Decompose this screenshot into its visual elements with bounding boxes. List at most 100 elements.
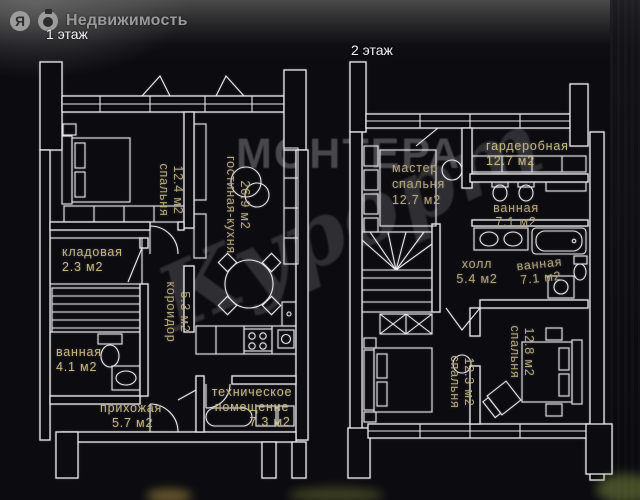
label-living-f1: гостиная-кухня 26.9 м2 [224,156,252,254]
closet-cells-icon [363,145,379,233]
svg-text:7.1 м2: 7.1 м2 [520,269,562,287]
coffee-table-icon [230,166,262,198]
coffee-table-icon [244,182,270,208]
label-bedroom-f1: спальня 12.4 м2 [157,163,185,216]
label-hallway-f1: прихожая 5.7 м2 [100,401,162,430]
brand-logos: Я [10,9,58,31]
window-casement-icon [215,75,245,97]
svg-text:4.1 м2: 4.1 м2 [56,360,97,374]
label-tech-f1: техническое помещение 7.3 м2 [212,385,292,429]
bed-icon [363,337,433,423]
realty-logo-icon [38,9,58,31]
label-bath-f1: ванная 4.1 м2 [56,345,102,374]
vanity-double-sink-icon [473,227,529,251]
floor1-title: 1 этаж [46,26,88,42]
light-icon [452,354,472,374]
toilet-icon [573,255,588,281]
kitchen-sink-icon [277,301,297,349]
label-master-f2: мастер спальня 12.7 м2 [392,161,445,207]
shaft-icon [379,313,433,335]
label-bath2-f2: ванная 7.1 м2 [516,255,563,287]
floor2-plan: мастер спальня 12.7 м2 гардеробная 12.7 … [347,61,613,481]
svg-text:12.7 м2: 12.7 м2 [392,193,441,207]
svg-text:спальня: спальня [392,177,445,191]
wardrobe-band-icon [471,155,587,173]
svg-text:гардеробная: гардеробная [486,139,569,153]
tech-door-arc [205,383,231,409]
yandex-logo-icon [10,11,30,31]
svg-text:прихожая: прихожая [100,401,162,415]
door-leaf [127,247,143,283]
svg-text:ванная: ванная [516,255,563,274]
brand-header: Я Недвижимость [8,8,188,34]
floor2-title: 2 этаж [351,42,393,58]
label-storage-f1: кладовая 2.3 м2 [62,245,123,274]
svg-text:холл: холл [462,257,493,271]
svg-text:мастер: мастер [392,161,438,175]
svg-text:12.7 м2: 12.7 м2 [486,154,535,168]
master-bed-icon [379,149,437,227]
svg-text:12.3 м2: 12.3 м2 [462,358,476,407]
svg-text:26.9 м2: 26.9 м2 [238,181,252,230]
svg-text:5.4 м2: 5.4 м2 [456,272,497,286]
armchair-icon [482,380,522,419]
door-arc [149,225,179,255]
label-wardrobe-f2: гардеробная 12.7 м2 [486,139,569,168]
svg-text:7.3 м2: 7.3 м2 [249,415,290,429]
stairs-icon [51,287,141,333]
svg-text:спальня: спальня [508,325,522,378]
door-leaf [415,127,439,147]
stove-icon [243,328,273,352]
bathroom-outline [49,331,141,397]
floor1-labels: спальня 12.4 м2 гостиная-кухня 26.9 м2 к… [56,156,292,430]
angled-wall [445,307,481,331]
svg-text:5.3 м2: 5.3 м2 [178,291,192,332]
label-hall-f2: холл 5.4 м2 [456,257,497,286]
brand-name: Недвижимость [66,12,188,29]
floor1-rooms [49,237,143,397]
bathtub-icon [531,227,587,255]
shower-icon [547,275,575,299]
svg-text:2.3 м2: 2.3 м2 [62,260,103,274]
dining-table-icon [217,252,282,316]
floor2-stairs-icon [361,231,433,313]
label-bedroom2-f2: спальня 12.8 м2 [508,325,536,378]
floor2-walls [347,61,613,481]
svg-text:12.4 м2: 12.4 м2 [171,166,185,215]
boiler-icon [205,405,295,427]
label-bedroom1-f2: спальня 12.3 м2 [448,355,476,408]
wardrobe-icon [63,205,185,223]
label-bath1-f2: ванная 7.1 м2 [493,201,539,229]
floor1-walls [39,61,309,479]
svg-text:спальня: спальня [448,355,462,408]
tv-unit-icon [193,123,207,259]
sofa-icon [283,147,299,265]
entry-door-arc [149,403,179,433]
bed-icon [61,123,131,205]
svg-text:5.7 м2: 5.7 м2 [112,416,153,430]
svg-text:ванная: ванная [56,345,102,359]
label-corridor-f1: короидор 5.3 м2 [164,281,192,342]
vestibule-wall [177,389,197,401]
svg-text:техническое: техническое [212,385,292,399]
svg-text:12.8 м2: 12.8 м2 [522,328,536,377]
svg-text:7.1 м2: 7.1 м2 [495,215,536,229]
floor1-furniture [61,123,299,433]
svg-text:помещение: помещение [215,400,289,414]
svg-text:спальня: спальня [157,163,171,216]
svg-text:ванная: ванная [493,201,539,215]
svg-text:кладовая: кладовая [62,245,123,259]
yandex-logo-letter: Я [15,13,25,29]
floor2-furniture [363,145,588,423]
storage-room-outline [49,237,143,285]
svg-text:короидор: короидор [164,281,178,342]
toilet-icon [97,333,123,368]
bathroom-sink-icon [111,365,141,391]
floor2-labels: мастер спальня 12.7 м2 гардеробная 12.7 … [392,139,569,409]
bed-icon [521,327,583,417]
floor1-plan: спальня 12.4 м2 гостиная-кухня 26.9 м2 к… [39,61,309,479]
window-casement-icon [141,75,171,97]
svg-text:гостиная-кухня: гостиная-кухня [224,156,238,254]
